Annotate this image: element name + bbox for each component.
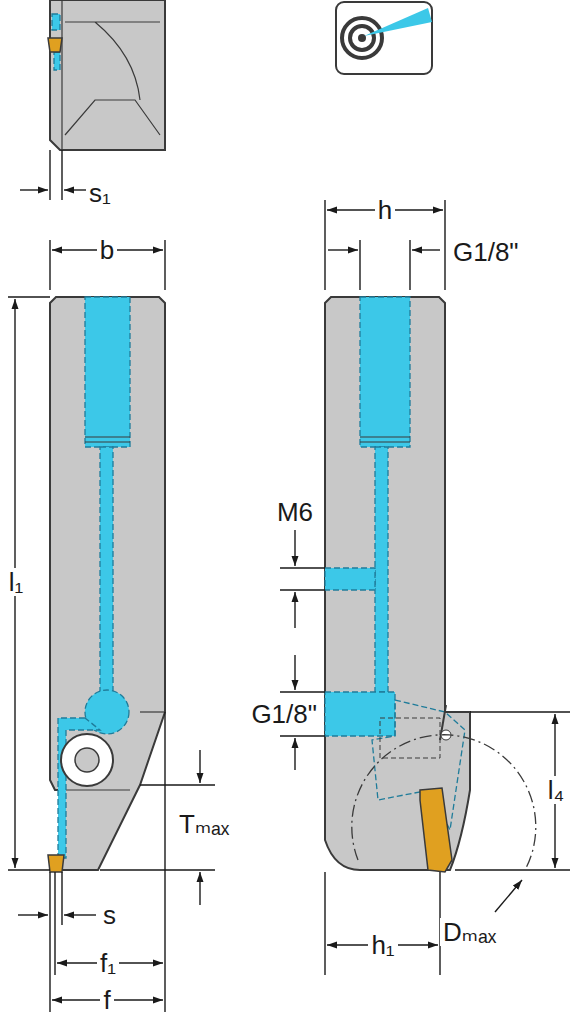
dimension-label: b	[97, 236, 117, 264]
coolant-icon	[336, 2, 432, 74]
clamp-screw	[61, 734, 113, 786]
coolant-channels	[52, 14, 465, 858]
dimension-label: Dₘₐₓ	[440, 918, 499, 946]
dimension-label: Tₘₐₓ	[176, 810, 232, 838]
dimension-label: G1/8"	[450, 238, 522, 266]
dimension-label: s₁	[86, 179, 114, 207]
dimension-label: h	[375, 196, 395, 224]
dimension-label: s	[100, 901, 119, 929]
bodies	[50, 0, 470, 870]
dimension-label: l₄	[545, 776, 567, 804]
dimension-label: f	[100, 986, 113, 1014]
dimension-lines	[8, 150, 570, 1012]
dimension-label: G1/8"	[248, 700, 320, 728]
dimension-label: f₁	[97, 949, 119, 977]
dimension-label: l₁	[6, 568, 27, 596]
inserts	[48, 38, 452, 872]
dimension-label: M6	[274, 498, 316, 526]
thread-lines	[85, 437, 451, 758]
dimension-label: h₁	[368, 931, 397, 959]
dmax-arc	[352, 735, 536, 870]
